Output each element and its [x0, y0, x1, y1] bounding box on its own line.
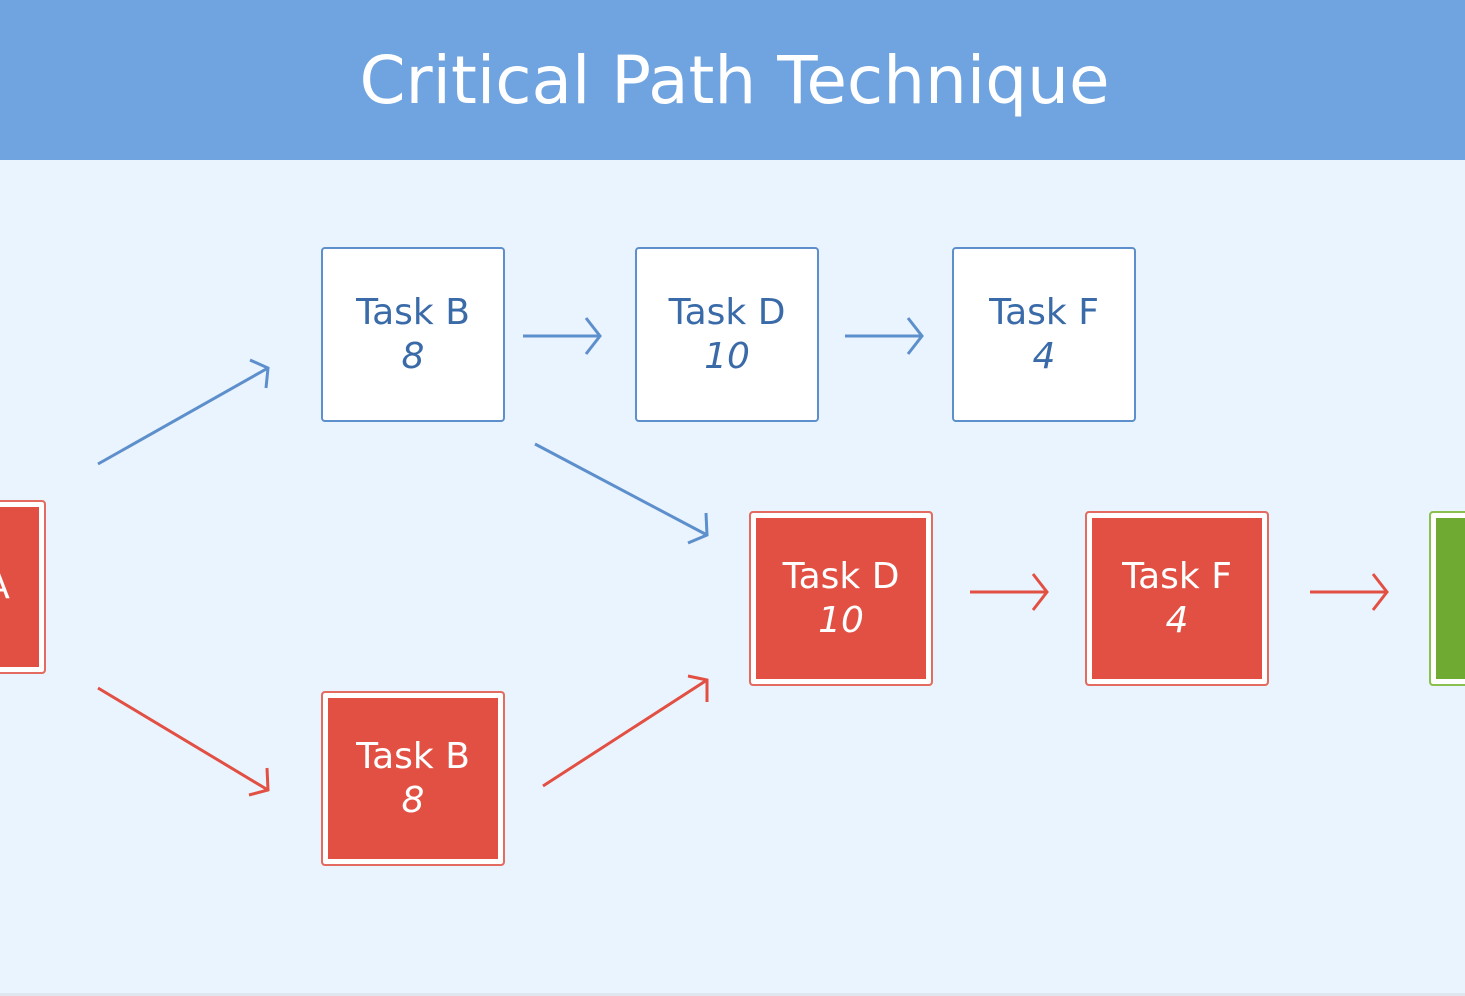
edge-crit-task-d-to-crit-task-f — [970, 573, 1049, 611]
node-bottom-task-b-duration: 8 — [401, 779, 425, 821]
node-top-task-d: Task D 10 — [635, 247, 819, 422]
node-bottom-task-b-name: Task B — [356, 735, 470, 777]
node-top-task-f-name: Task F — [989, 291, 1099, 333]
node-top-task-d-name: Task D — [668, 291, 786, 333]
node-end — [1429, 511, 1465, 686]
node-top-task-b: Task B 8 — [321, 247, 505, 422]
edge-crit-task-f-to-end — [1310, 573, 1389, 611]
node-crit-task-f: Task F 4 — [1085, 511, 1269, 686]
edge-top-task-b-to-top-task-d — [523, 317, 602, 355]
node-crit-task-f-duration: 4 — [1165, 599, 1189, 641]
edge-task-a-to-top-task-b — [97, 358, 270, 466]
node-top-task-b-name: Task B — [356, 291, 470, 333]
node-top-task-d-duration: 10 — [704, 335, 750, 377]
edge-task-a-to-bottom-task-b — [97, 686, 270, 797]
node-task-a: Task A — [0, 500, 46, 674]
page-title: Critical Path Technique — [359, 41, 1110, 119]
node-top-task-f-duration: 4 — [1032, 335, 1056, 377]
header-banner: Critical Path Technique — [0, 0, 1465, 160]
node-crit-task-d-name: Task D — [782, 555, 900, 597]
edge-top-task-d-to-top-task-f — [845, 317, 924, 355]
node-crit-task-f-name: Task F — [1122, 555, 1232, 597]
node-crit-task-d-duration: 10 — [818, 599, 864, 641]
edge-bottom-task-b-to-crit-task-d — [542, 674, 709, 788]
edge-top-task-b-to-crit-task-d — [534, 442, 709, 545]
node-bottom-task-b: Task B 8 — [321, 691, 505, 866]
node-top-task-f: Task F 4 — [952, 247, 1136, 422]
bottom-divider — [0, 993, 1465, 996]
node-top-task-b-duration: 8 — [401, 335, 425, 377]
node-crit-task-d: Task D 10 — [749, 511, 933, 686]
node-task-a-name: Task A — [0, 565, 10, 609]
